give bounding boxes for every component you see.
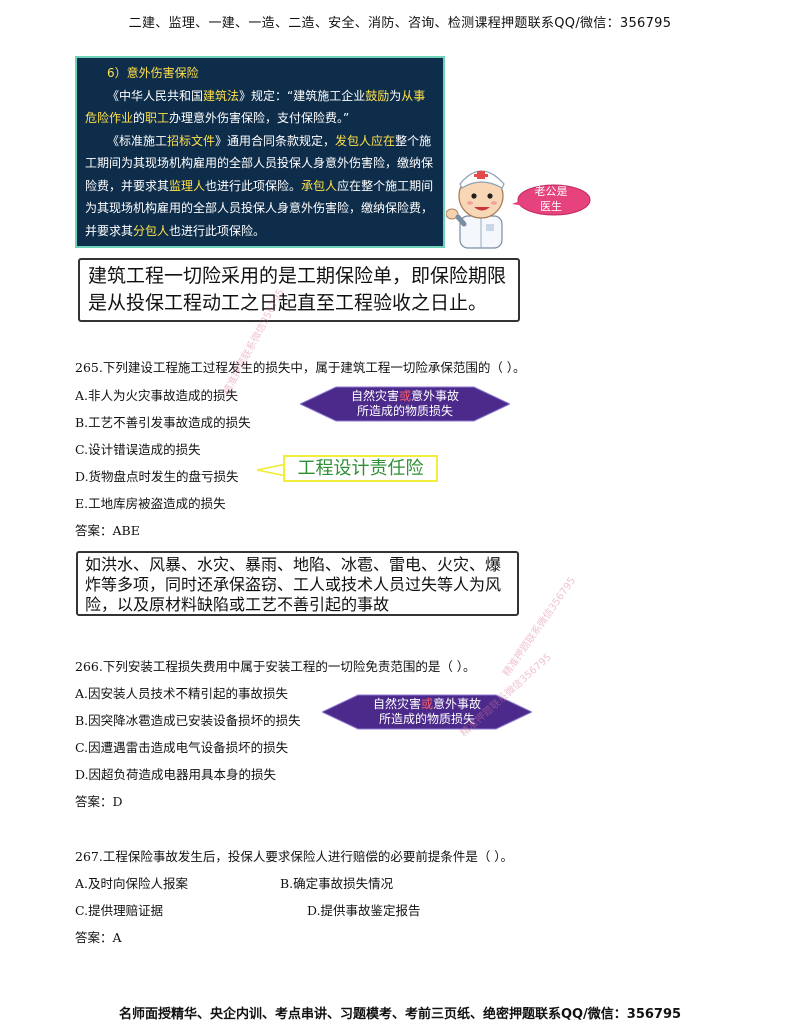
- speech-bubble-text: 老公是 医生: [534, 185, 568, 213]
- question-265-option-b: B.工艺不善引发事故造成的损失: [75, 415, 251, 430]
- arrow-annotation-1: [300, 386, 510, 422]
- slide-paragraph-2: 《标准施工招标文件》通用合同条款规定，发包人应在整个施工期间为其现场机构雇用的全…: [85, 133, 434, 238]
- question-265-stem: 265.下列建设工程施工过程发生的损失中，属于建筑工程一切险承保范围的（ ）。: [75, 360, 526, 375]
- note-box-construction-insurance: 建筑工程一切险采用的是工期保险单，即保险期限是从投保工程动工之日起直至工程验收之…: [78, 258, 520, 322]
- question-265-option-a: A.非人为火灾事故造成的损失: [75, 388, 239, 403]
- question-265-option-c: C.设计错误造成的损失: [75, 442, 201, 457]
- question-267-option-b: B.确定事故损失情况: [280, 876, 394, 891]
- question-267-option-c: C.提供理赔证据: [75, 903, 164, 918]
- question-266-option-d: D.因超负荷造成电器用具本身的损失: [75, 767, 277, 782]
- question-265-option-e: E.工地库房被盗造成的损失: [75, 496, 226, 511]
- accident-insurance-slide: 6）意外伤害保险 《中华人民共和国建筑法》规定：“建筑施工企业鼓励为从事危险作业…: [75, 56, 445, 248]
- doctor-cartoon-icon: [446, 170, 505, 249]
- callout-design-liability: 工程设计责任险: [283, 455, 438, 482]
- question-266-stem: 266.下列安装工程损失费用中属于安装工程的一切险免责范围的是（ ）。: [75, 659, 476, 674]
- slide-paragraph-1: 《中华人民共和国建筑法》规定：“建筑施工企业鼓励为从事危险作业的职工办理意外伤害…: [85, 88, 426, 126]
- page-header: 二建、监理、一建、一造、二造、安全、消防、咨询、检测课程押题联系QQ/微信：35…: [128, 16, 672, 31]
- question-267-answer: 答案：A: [75, 930, 122, 945]
- slide-title: 6）意外伤害保险: [107, 66, 199, 80]
- arrow-annotation-2-text: 自然灾害或意外事故 所造成的物质损失: [372, 697, 482, 726]
- speech-bubble: [512, 184, 591, 216]
- note-box-covered-risks: 如洪水、风暴、水灾、暴雨、地陷、冰雹、雷电、火灾、爆炸等多项，同时还承保盗窃、工…: [76, 551, 519, 616]
- question-267-option-d: D.提供事故鉴定报告: [307, 903, 421, 918]
- question-266-option-a: A.因安装人员技术不精引起的事故损失: [75, 686, 289, 701]
- question-265-option-d: D.货物盘点时发生的盘亏损失: [75, 469, 239, 484]
- question-267-stem: 267.工程保险事故发生后，投保人要求保险人进行赔偿的必要前提条件是（ ）。: [75, 849, 514, 864]
- arrow-annotation-2: [322, 694, 532, 730]
- arrow-annotation-1-text: 自然灾害或意外事故 所造成的物质损失: [350, 389, 460, 418]
- question-265-answer: 答案：ABE: [75, 523, 140, 538]
- question-266-option-b: B.因突降冰雹造成已安装设备损坏的损失: [75, 713, 301, 728]
- question-267-option-a: A.及时向保险人报案: [75, 876, 189, 891]
- page-footer: 名师面授精华、央企内训、考点串讲、习题模考、考前三页纸、绝密押题联系QQ/微信：…: [118, 1007, 682, 1022]
- question-266-option-c: C.因遭遇雷击造成电气设备损坏的损失: [75, 740, 289, 755]
- question-266-answer: 答案：D: [75, 794, 123, 809]
- callout-pointer: [257, 463, 287, 477]
